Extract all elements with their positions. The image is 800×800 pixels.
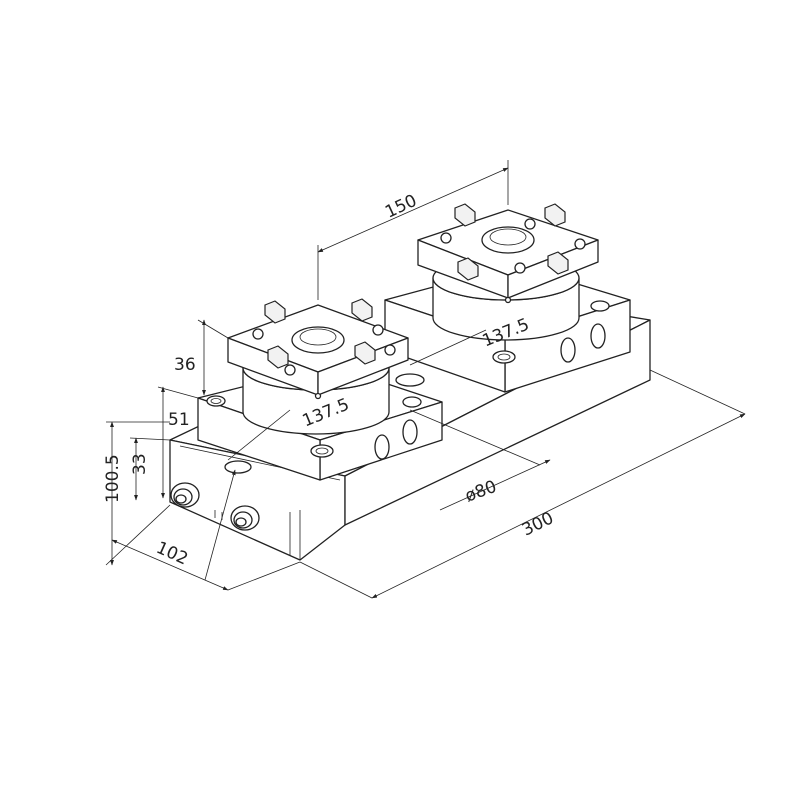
dim-150: 150	[382, 191, 420, 223]
air-fitting-right	[230, 505, 260, 531]
dim-300: 300	[519, 508, 557, 540]
dimension-lines	[105, 160, 746, 599]
dim-33: 33	[130, 453, 150, 475]
dim-102: 102	[153, 538, 191, 569]
dim-51: 51	[168, 410, 190, 430]
dim-diameter-80: ø80	[462, 477, 499, 507]
air-fitting-left	[170, 482, 200, 508]
chuck-right	[417, 203, 599, 341]
dim-36: 36	[174, 355, 196, 375]
dim-100-5: 100.5	[103, 454, 123, 503]
chuck-left	[227, 298, 409, 435]
